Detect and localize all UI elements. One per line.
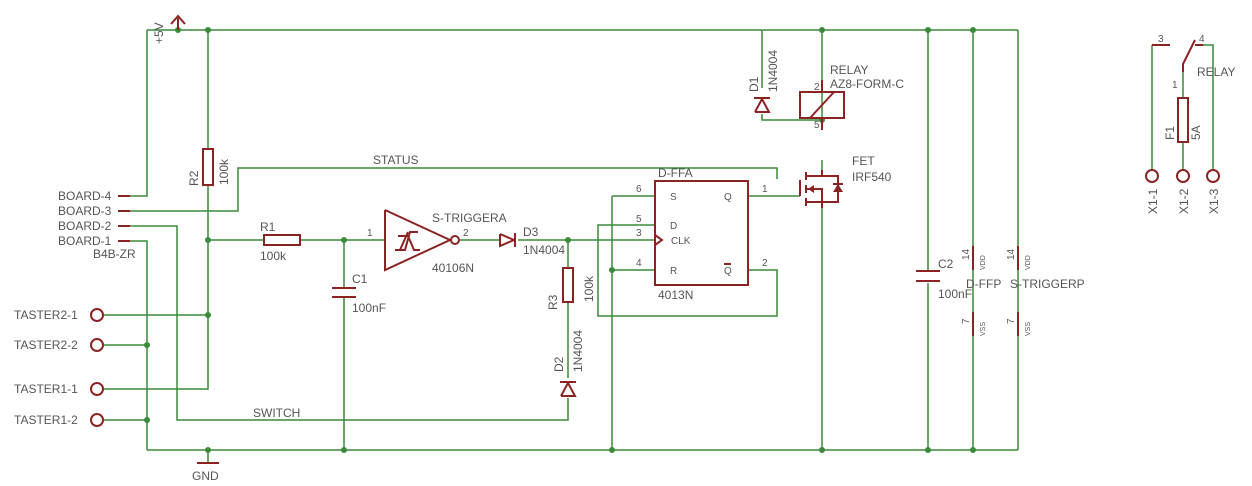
- svg-text:D2: D2: [552, 356, 566, 372]
- svg-text:7: 7: [1006, 318, 1017, 324]
- resistor-r3: R3 100k: [546, 267, 596, 310]
- vcc-label: +5V: [152, 22, 166, 44]
- svg-text:FET: FET: [852, 154, 875, 168]
- svg-text:R2: R2: [187, 170, 201, 186]
- relay-coil: 2 5 RELAY AZ8-FORM-C: [799, 63, 904, 131]
- fuse-f1: F1 5A: [1163, 97, 1203, 143]
- taster1-2-label: TASTER1-2: [14, 413, 78, 427]
- connector-b4b: BOARD-4 BOARD-3 BOARD-2 BOARD-1 B4B-ZR: [58, 189, 136, 261]
- svg-text:1N4004: 1N4004: [571, 330, 585, 372]
- wires: [104, 29, 1214, 463]
- board-2-label: BOARD-2: [58, 219, 112, 233]
- svg-text:D-FFA: D-FFA: [658, 166, 693, 180]
- net-status-label: STATUS: [373, 153, 419, 167]
- svg-text:S-TRIGGERP: S-TRIGGERP: [1010, 277, 1085, 291]
- svg-text:S: S: [670, 192, 677, 203]
- net-switch-label: SWITCH: [253, 406, 300, 420]
- svg-text:IRF540: IRF540: [852, 170, 892, 184]
- svg-text:C2: C2: [938, 257, 954, 271]
- gnd-label: GND: [192, 469, 219, 483]
- board-4-label: BOARD-4: [58, 189, 112, 203]
- svg-text:1N4004: 1N4004: [523, 243, 565, 257]
- svg-text:X1-2: X1-2: [1177, 188, 1191, 214]
- svg-text:100k: 100k: [582, 275, 596, 302]
- taster2-1-label: TASTER2-1: [14, 308, 78, 322]
- svg-text:RELAY: RELAY: [830, 63, 868, 77]
- svg-text:VDD: VDD: [980, 255, 987, 270]
- diode-d1: D1 1N4004: [747, 50, 780, 113]
- svg-text:AZ8-FORM-C: AZ8-FORM-C: [830, 77, 904, 91]
- svg-text:6: 6: [636, 184, 642, 195]
- svg-text:R3: R3: [546, 294, 560, 310]
- svg-text:5: 5: [814, 120, 820, 131]
- svg-text:D-FFP: D-FFP: [966, 277, 1001, 291]
- svg-text:5A: 5A: [1189, 125, 1203, 140]
- taster2-2-label: TASTER2-2: [14, 338, 78, 352]
- power-pins-trigger: VDD VSS 14 7 S-TRIGGERP: [1006, 246, 1085, 336]
- resistor-r1: R1 100k: [260, 220, 301, 263]
- svg-text:C1: C1: [352, 272, 368, 286]
- relay-contact: 3 4 1 RELAY: [1152, 34, 1235, 91]
- svg-text:VDD: VDD: [1025, 255, 1032, 270]
- svg-text:2: 2: [762, 258, 768, 269]
- svg-text:D1: D1: [747, 76, 761, 92]
- diode-d3: D3 1N4004: [499, 225, 565, 257]
- svg-text:RELAY: RELAY: [1197, 65, 1235, 79]
- svg-text:100nF: 100nF: [938, 287, 972, 301]
- svg-text:100k: 100k: [260, 249, 287, 263]
- connector-name: B4B-ZR: [93, 247, 136, 261]
- svg-text:3: 3: [1158, 34, 1164, 45]
- board-3-label: BOARD-3: [58, 204, 112, 218]
- svg-text:R: R: [670, 266, 677, 277]
- taster1-1-label: TASTER1-1: [14, 382, 78, 396]
- svg-text:2: 2: [814, 82, 820, 93]
- svg-text:4013N: 4013N: [658, 288, 693, 302]
- svg-text:CLK: CLK: [671, 236, 691, 247]
- diode-d2: D2 1N4004: [552, 330, 585, 397]
- svg-text:100nF: 100nF: [352, 301, 386, 315]
- svg-text:1: 1: [1172, 80, 1178, 91]
- svg-text:5: 5: [636, 214, 642, 225]
- svg-text:100k: 100k: [217, 158, 231, 185]
- testpoints: TASTER2-1 TASTER2-2 TASTER1-1 TASTER1-2: [14, 308, 104, 427]
- svg-text:7: 7: [961, 318, 972, 324]
- terminal-x1: X1-1 X1-2 X1-3: [1145, 169, 1221, 214]
- svg-text:X1-3: X1-3: [1207, 188, 1221, 214]
- svg-text:D: D: [670, 221, 677, 232]
- svg-text:2: 2: [463, 228, 469, 239]
- svg-text:F1: F1: [1163, 126, 1177, 140]
- resistor-r2: R2 100k: [187, 148, 231, 186]
- vcc-symbol: +5V: [152, 14, 186, 44]
- svg-text:40106N: 40106N: [432, 261, 474, 275]
- svg-text:1: 1: [367, 228, 373, 239]
- capacitor-c1: C1 100nF: [332, 272, 386, 315]
- svg-text:Q: Q: [724, 266, 732, 277]
- svg-text:1: 1: [762, 184, 768, 195]
- d-flipflop: S D CLK R Q Q 6 5 3 4 1 2 D-FFA 4013N: [636, 166, 768, 302]
- schmitt-trigger: 1 2 S-TRIGGERA 40106N: [367, 209, 507, 275]
- svg-text:S-TRIGGERA: S-TRIGGERA: [432, 211, 507, 225]
- svg-text:D3: D3: [523, 225, 539, 239]
- svg-text:4: 4: [636, 258, 642, 269]
- svg-text:14: 14: [961, 248, 972, 260]
- svg-text:R1: R1: [260, 220, 276, 234]
- svg-text:4: 4: [1199, 34, 1205, 45]
- svg-text:X1-1: X1-1: [1146, 188, 1160, 214]
- board-1-label: BOARD-1: [58, 234, 112, 248]
- svg-text:Q: Q: [724, 192, 732, 203]
- mosfet: FET IRF540: [799, 154, 892, 208]
- svg-text:3: 3: [636, 228, 642, 239]
- junctions: [144, 27, 976, 453]
- gnd-symbol: GND: [192, 462, 219, 483]
- svg-text:VSS: VSS: [1025, 322, 1032, 336]
- power-pins-dff: VDD VSS 14 7 D-FFP: [961, 246, 1001, 336]
- svg-text:VSS: VSS: [980, 322, 987, 336]
- capacitor-c2: C2 100nF: [916, 257, 972, 301]
- svg-text:1N4004: 1N4004: [766, 50, 780, 92]
- svg-text:14: 14: [1006, 248, 1017, 260]
